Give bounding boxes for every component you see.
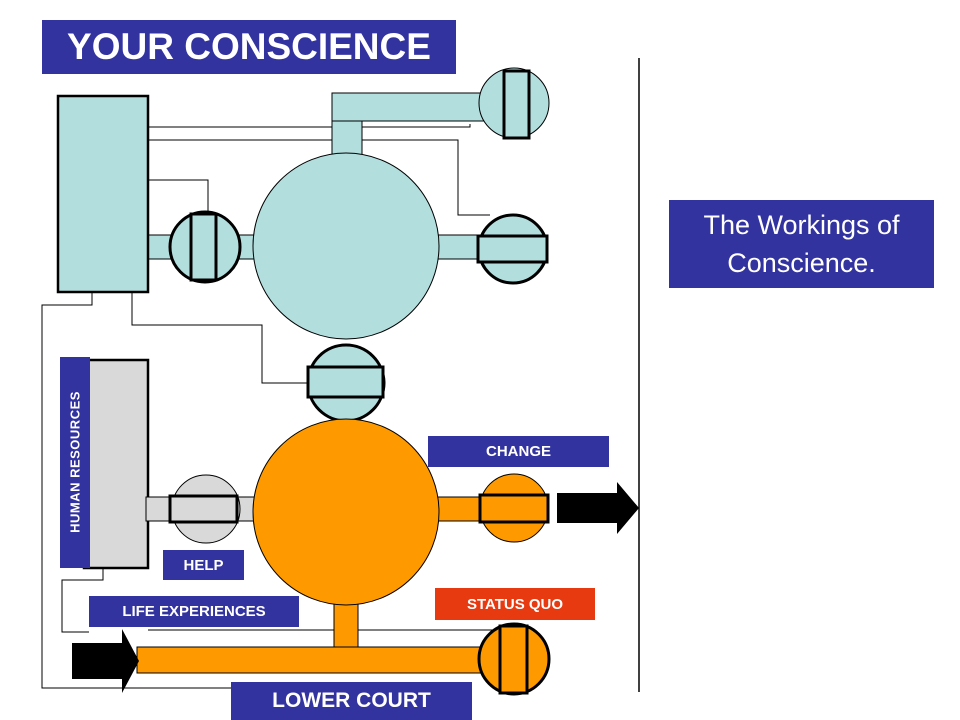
lower-court-label: LOWER COURT	[231, 682, 472, 720]
upper-valves	[168, 67, 550, 423]
life-experiences-label: LIFE EXPERIENCES	[89, 596, 299, 627]
help-label: HELP	[163, 550, 244, 580]
help-valve	[168, 474, 241, 544]
upper-tank	[56, 94, 150, 294]
subtitle: The Workings of Conscience.	[669, 200, 934, 288]
lower-valves	[477, 473, 551, 696]
lower-sphere	[252, 418, 440, 606]
connector-lines	[41, 124, 500, 689]
life-experiences-arrow-icon	[72, 629, 139, 693]
status-quo-label: STATUS QUO	[435, 588, 595, 620]
upper-sphere	[252, 152, 440, 340]
human-resources-tank	[82, 358, 150, 570]
human-resources-label: HUMAN RESOURCES	[67, 391, 83, 533]
change-arrow-icon	[557, 482, 639, 534]
human-resources-label-box	[60, 357, 90, 568]
page-title: YOUR CONSCIENCE	[42, 20, 456, 74]
change-label: CHANGE	[428, 436, 609, 467]
